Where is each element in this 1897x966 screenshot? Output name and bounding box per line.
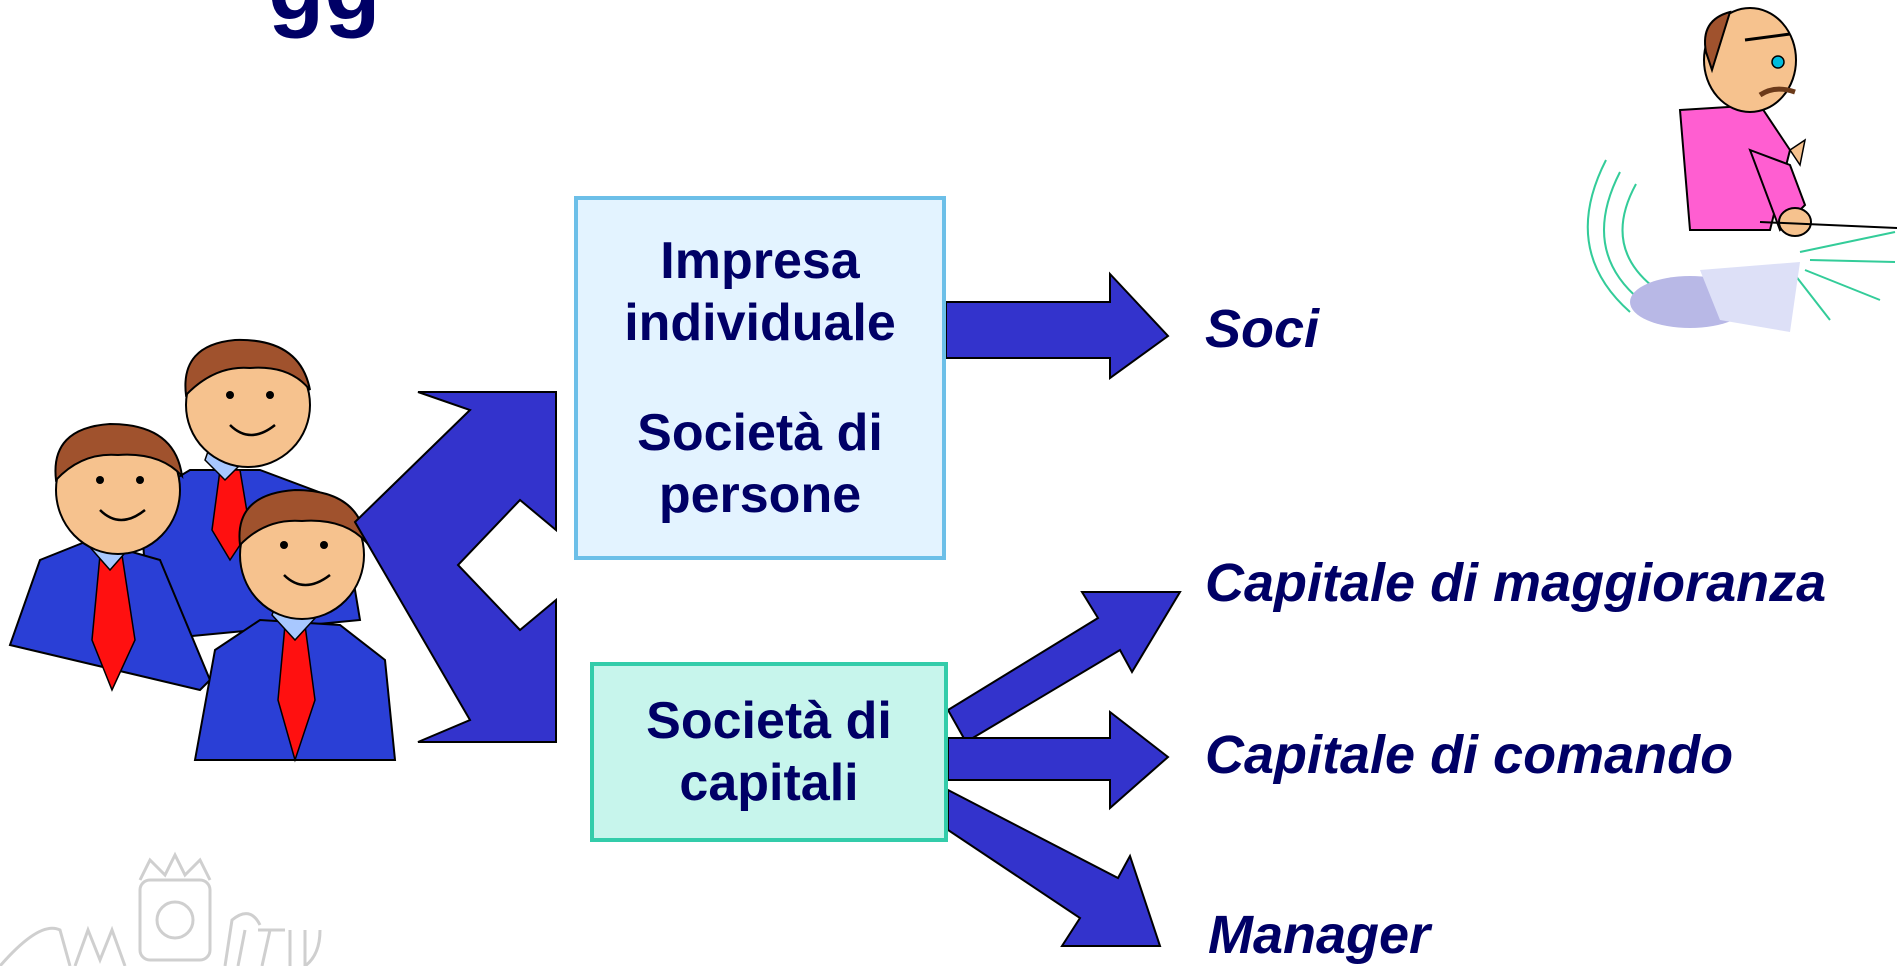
box-top-line-3: Società di (637, 404, 883, 462)
label-manager: Manager (1208, 905, 1431, 965)
box-top-line-1: Impresa (660, 232, 860, 290)
arrow-to-comando (947, 709, 1170, 811)
university-seal-watermark (0, 851, 322, 966)
box-top-line-4: persone (658, 466, 862, 524)
businessman-right (193, 488, 397, 763)
businessman-left (8, 422, 212, 692)
split-arrow (353, 391, 557, 743)
box-top-group-2: Società di persone (637, 402, 883, 526)
box-top-line-2: individuale (624, 294, 896, 352)
box-top-group-1: Impresa individuale (624, 230, 896, 354)
man-pounding-desk-clipart (1586, 7, 1897, 332)
box-bottom-line-1: Società di (646, 692, 892, 750)
three-businessmen-clipart (8, 338, 397, 763)
arrow-to-soci (945, 271, 1170, 380)
slide-title-fragment: gg (268, 0, 380, 34)
label-soci: Soci (1205, 299, 1320, 359)
arrow-to-maggioranza (946, 591, 1182, 744)
box-societa-capitali: Società di capitali (590, 662, 948, 842)
box-bottom-line-2: capitali (679, 754, 859, 812)
label-capitale-maggioranza: Capitale di maggioranza (1205, 553, 1827, 613)
label-capitale-comando: Capitale di comando (1205, 725, 1734, 785)
arrow-to-manager (947, 788, 1162, 947)
box-impresa-societa-persone: Impresa individuale Società di persone (574, 196, 946, 560)
